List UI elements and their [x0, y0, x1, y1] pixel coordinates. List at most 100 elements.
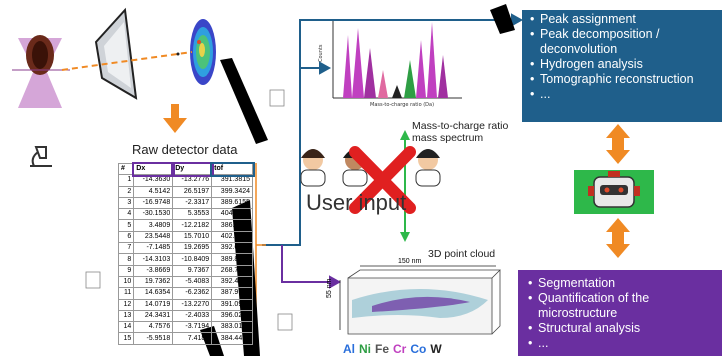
svg-text:Counts: Counts [318, 44, 324, 62]
microscope-icon [30, 146, 52, 167]
purple-connector [281, 245, 342, 289]
robot-icon [574, 170, 654, 214]
table-cell: 13 [117, 309, 135, 323]
table-cell: 10 [117, 275, 135, 289]
table-cell: 8 [117, 253, 135, 266]
table-cell: 389.6155 [211, 196, 253, 210]
element-symbol: Al [343, 342, 355, 356]
table-cell: 14.6354 [133, 287, 174, 300]
table-cell: -3.8669 [133, 264, 174, 277]
user-input-label: User input [306, 190, 407, 215]
list-item: ... [528, 336, 716, 351]
table-cell: 12 [117, 298, 135, 311]
analysis-box: SegmentationQuantification of the micros… [518, 270, 722, 356]
dim-x-label: 150 nm [398, 258, 422, 265]
col-header-tof: tof [209, 161, 255, 177]
mass-spectrum-caption: Mass-to-charge ratio mass spectrum [412, 120, 509, 144]
processing-box: Peak assignmentPeak decomposition / deco… [522, 10, 722, 122]
list-item: Quantification of the microstructure [528, 291, 716, 321]
people-icons [300, 149, 441, 187]
element-symbol: Ni [359, 342, 371, 356]
specimen-tip [12, 35, 70, 108]
svg-text:Mass-to-charge ratio (Da): Mass-to-charge ratio (Da) [370, 102, 434, 108]
table-cell: 3 [117, 196, 135, 210]
table-cell: 402.5448 [211, 230, 253, 244]
detector-hitmap [190, 19, 216, 85]
table-cell: -13.2776 [172, 174, 213, 187]
orange-double-arrows [606, 124, 630, 258]
col-header-dy: Dy [170, 161, 214, 177]
list-item: Tomographic reconstruction [530, 72, 718, 87]
table-cell: -5.4083 [172, 275, 213, 289]
table-cell: -3.7194 [172, 321, 213, 334]
table-cell: -6.2362 [172, 287, 213, 300]
point-cloud-3d [339, 265, 501, 335]
col-header-dx: Dx [131, 161, 175, 177]
list-item: ... [530, 87, 718, 102]
table-cell: 7.4181 [172, 332, 213, 345]
col-header-index: # [117, 162, 135, 176]
table-cell: 15.7010 [172, 230, 213, 244]
list-item: Peak assignment [530, 12, 718, 27]
table-cell: 11 [117, 287, 135, 300]
table-cell: 7 [117, 242, 135, 255]
table-cell: 268.7398 [211, 264, 253, 277]
table-cell: 5.3553 [172, 208, 213, 221]
table-cell: 26.5197 [172, 185, 213, 198]
table-cell: 384.4453 [211, 332, 253, 345]
table-cell: 9.7367 [172, 264, 213, 277]
table-cell: 392.6758 [211, 242, 253, 255]
table-cell: -2.3317 [172, 196, 213, 210]
table-cell: 404.0189 [211, 208, 253, 221]
raw-detector-label: Raw detector data [132, 142, 238, 157]
placeholder-boxes [85, 89, 293, 331]
element-symbol: Fe [375, 342, 390, 356]
table-cell: -14.3630 [133, 174, 174, 187]
table-cell: 9 [117, 264, 135, 277]
table-cell: -10.8409 [172, 253, 213, 266]
table-cell: 391.0970 [211, 298, 253, 311]
table-cell: 386.7199 [211, 219, 253, 232]
table-cell: -5.9518 [133, 332, 174, 345]
list-item: Peak decomposition / deconvolution [530, 27, 718, 57]
table-cell: 389.8475 [211, 253, 253, 266]
down-arrow-orange [163, 104, 187, 133]
dim-y-label: 55 nm [326, 278, 333, 298]
table-header-row: # Dx Dy tof [117, 161, 255, 177]
table-cell: 2 [117, 185, 135, 198]
table-cell: 14 [117, 321, 135, 334]
list-item: Structural analysis [528, 321, 716, 336]
list-item: Segmentation [528, 276, 716, 291]
table-cell: 387.9769 [211, 287, 253, 300]
table-cell: 3.4809 [133, 219, 174, 232]
table-cell: 391.3815 [211, 174, 253, 187]
table-cell: -16.9748 [133, 196, 174, 210]
list-item: Hydrogen analysis [530, 57, 718, 72]
table-cell: -2.4033 [172, 309, 213, 323]
ion-trajectory [61, 51, 193, 71]
element-symbol: Cr [393, 342, 407, 356]
element-symbol: Co [410, 342, 427, 356]
table-cell: 24.3431 [133, 309, 174, 323]
table-cell: 19.7362 [133, 275, 174, 289]
table-cell: 4.5142 [133, 185, 174, 198]
table-cell: 383.0162 [211, 321, 253, 334]
table-cell: 4 [117, 208, 135, 221]
electrode [94, 7, 138, 100]
table-cell: 1 [117, 174, 135, 187]
